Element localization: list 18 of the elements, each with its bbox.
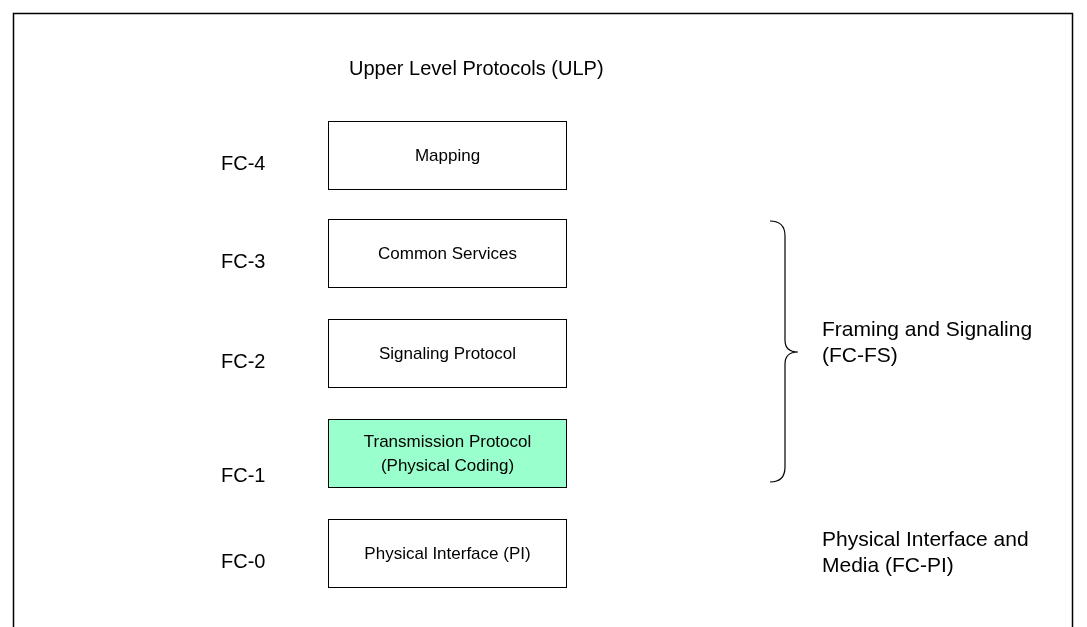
group-label: Physical Interface and Media (FC-PI) [822,526,1030,578]
layer-name: Physical Interface (PI) [363,542,532,565]
layer-name: Common Services [377,242,518,265]
layer-number: FC-0 [221,550,266,573]
layer-name: Signaling Protocol [378,342,517,365]
layer-number: FC-2 [221,350,266,373]
layer-box [328,419,567,488]
group-label: Framing and Signaling (FC-FS) [822,316,1034,368]
layer-box [328,319,567,388]
layer-box [328,519,567,588]
heading-label: Upper Level Protocols (ULP) [349,56,605,81]
layer-number: FC-3 [221,250,266,273]
layer-box [328,121,567,190]
layer-number: FC-1 [221,464,266,487]
layer-name: Mapping [413,144,482,167]
layer-name: Transmission Protocol (Physical Coding) [362,430,533,477]
layer-number: FC-4 [221,152,266,175]
layer-box [328,219,567,288]
